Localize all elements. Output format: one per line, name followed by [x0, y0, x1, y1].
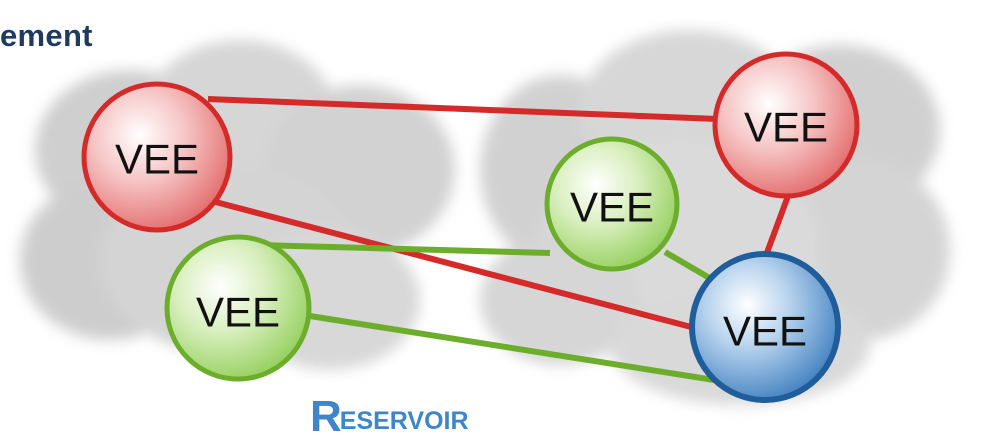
vee-node-blue-hub[interactable]: VEE	[689, 251, 841, 403]
vee-node-red-left[interactable]: VEE	[81, 81, 233, 233]
link-red-right-blue-hub	[762, 194, 791, 260]
vee-label: VEE	[570, 184, 654, 231]
vee-node-green-center[interactable]: VEE	[544, 136, 680, 272]
link-green-left-green-center	[257, 242, 551, 256]
logo-wordmark: ESERVOIR	[339, 407, 469, 435]
link-green-center-blue-hub	[663, 249, 715, 283]
vee-label: VEE	[196, 289, 280, 336]
link-red-left-red-right	[207, 96, 719, 122]
link-layer	[207, 96, 791, 383]
vee-node-red-right[interactable]: VEE	[712, 51, 860, 199]
vee-node-green-left[interactable]: VEE	[164, 234, 312, 382]
vee-label: VEE	[723, 308, 807, 355]
reservoir-logo: R ESERVOIR	[310, 392, 469, 441]
link-green-left-blue-hub	[309, 313, 715, 383]
link-red-left-blue-hub	[207, 197, 696, 331]
vee-label: VEE	[744, 104, 828, 151]
logo-initial: R	[310, 392, 342, 441]
vee-label: VEE	[115, 136, 199, 183]
page-title: ement	[0, 18, 93, 53]
